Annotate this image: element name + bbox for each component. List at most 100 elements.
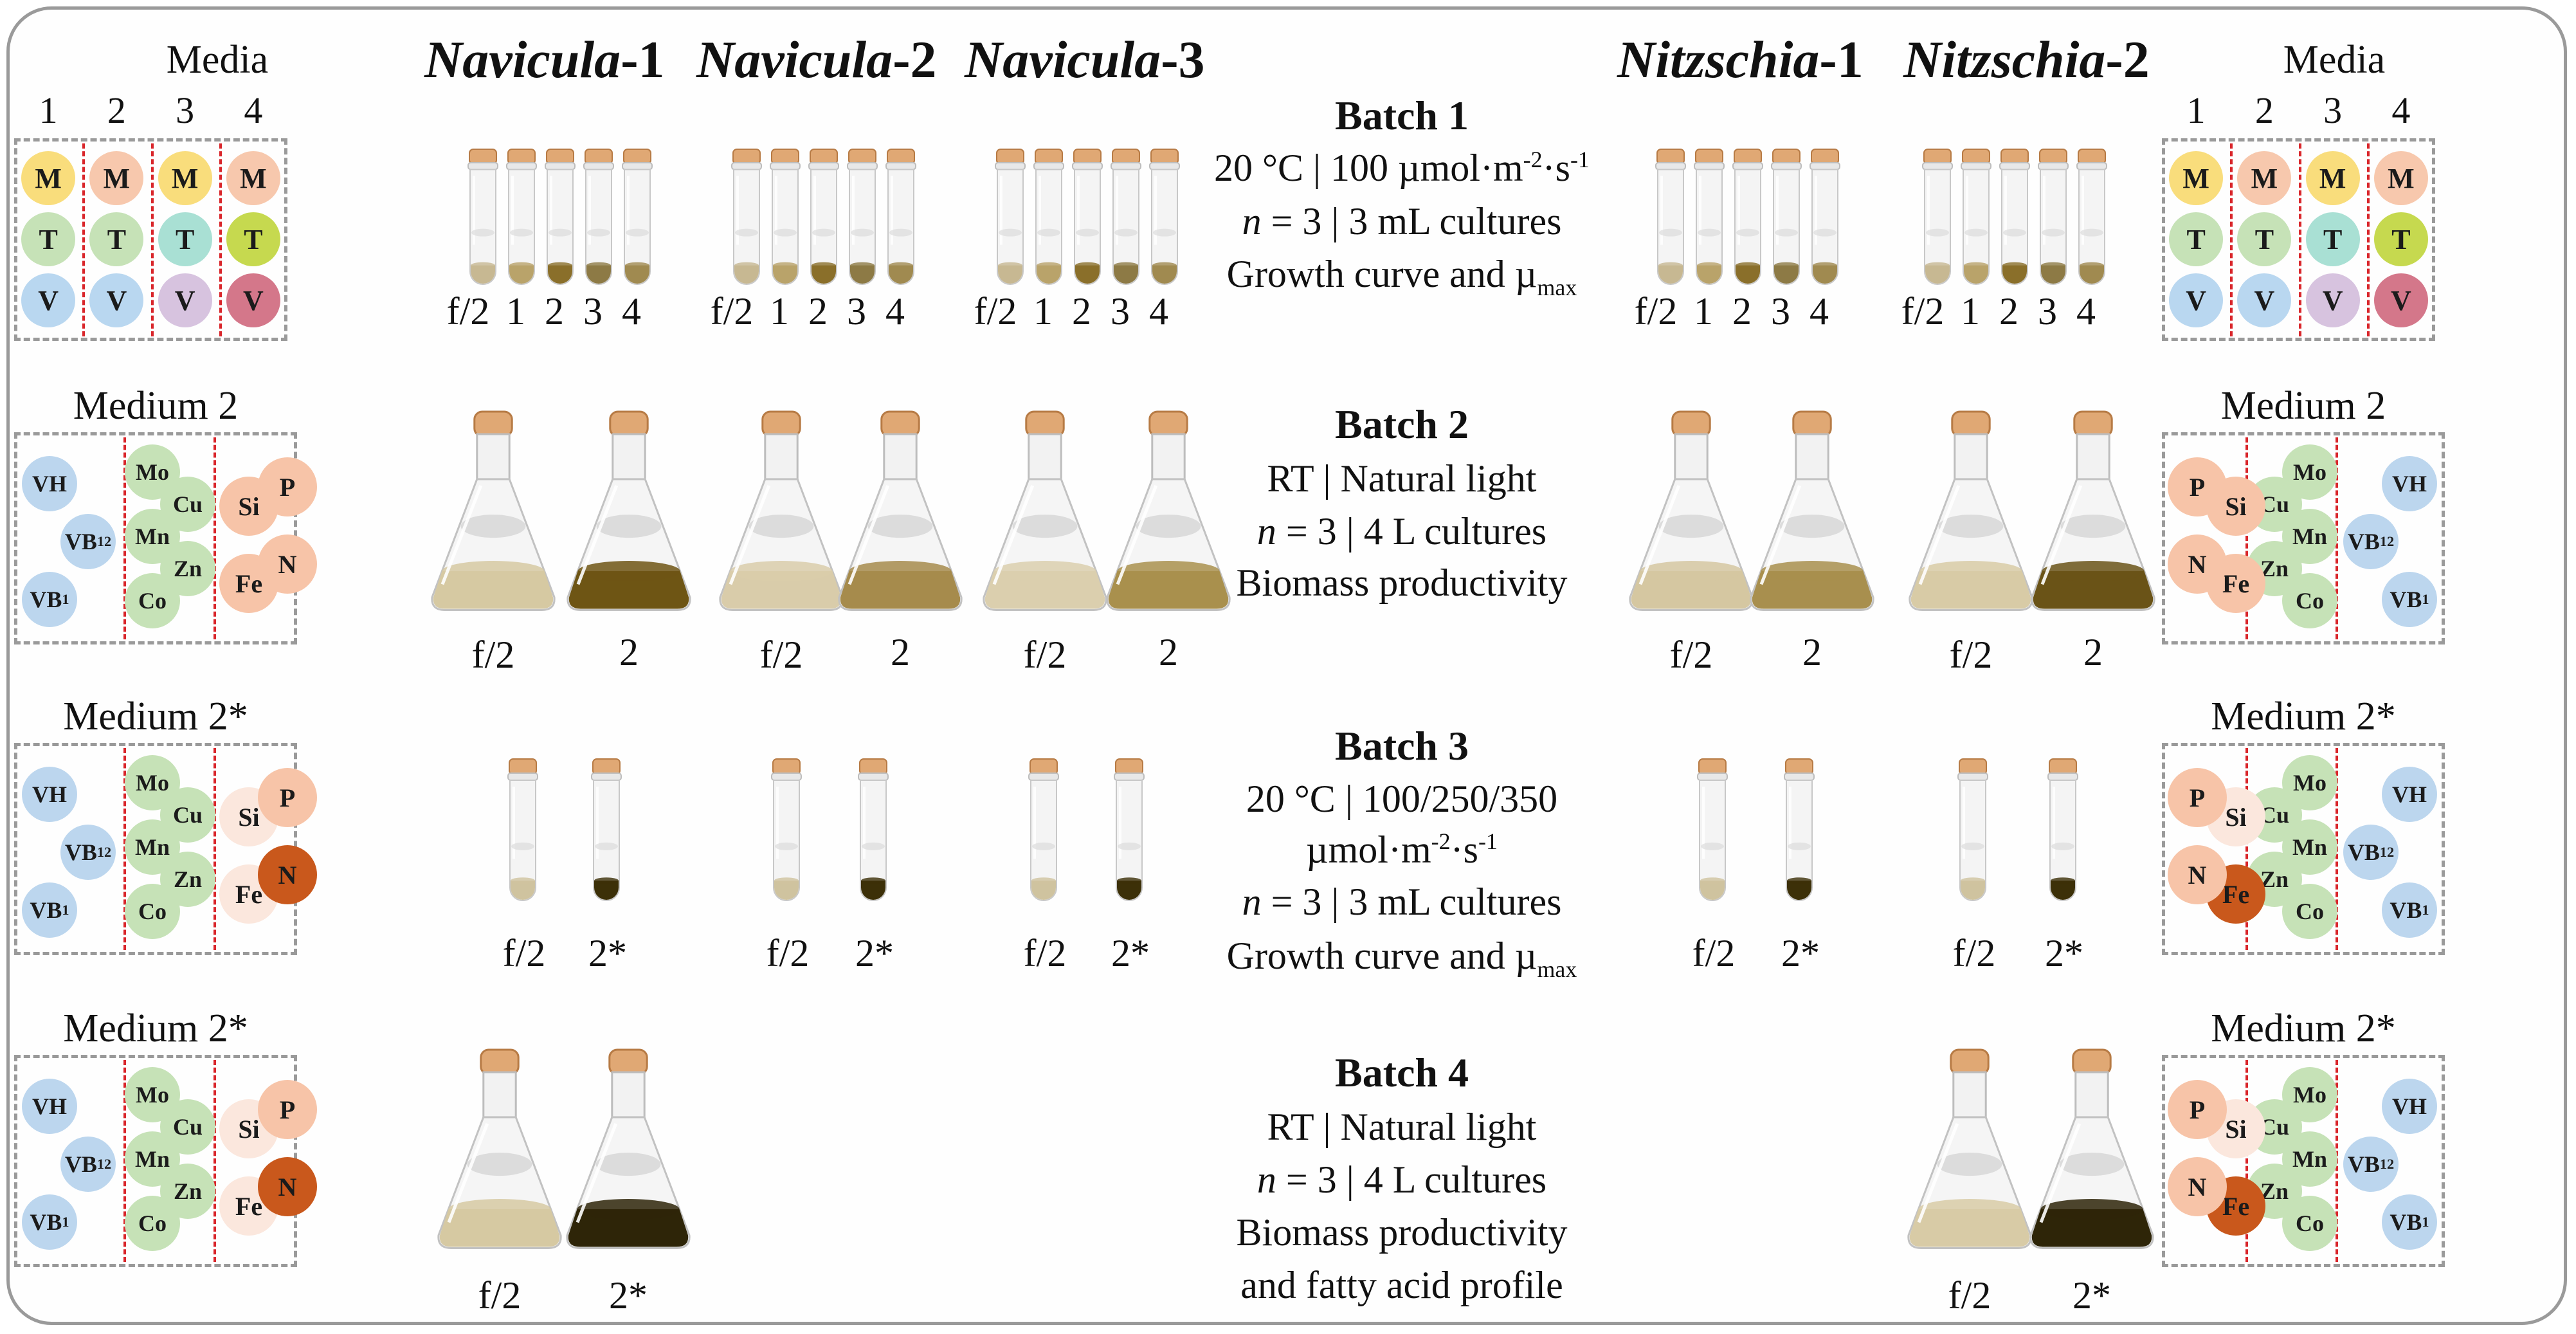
component-circle: P: [2168, 768, 2227, 827]
test-tube: [591, 758, 622, 901]
media-column-number: 1: [39, 89, 58, 131]
component-circle: Co: [125, 884, 180, 939]
tube-label: f/2: [710, 290, 754, 333]
test-tube: [1697, 758, 1728, 901]
component-circle: N: [258, 845, 317, 904]
component-circle: N: [2168, 845, 2227, 904]
flask-label: 2: [1159, 631, 1178, 673]
component-circle: Cu: [160, 787, 215, 843]
figure-frame: [6, 6, 2567, 1325]
tube-label: 1: [1694, 290, 1713, 333]
component-circle: T: [2237, 212, 2292, 266]
species-header: Navicula-2: [696, 30, 937, 89]
tube-label: 3: [847, 290, 866, 333]
medium-title: Medium 2: [73, 384, 239, 428]
test-tube: [583, 149, 614, 285]
tube-label: 2: [1072, 290, 1091, 333]
media-separator: [2298, 143, 2301, 336]
medium-separator: [213, 1060, 216, 1262]
test-tube: [858, 758, 889, 901]
batch-measurement-extra: and fatty acid profile: [1240, 1264, 1563, 1306]
component-circle: T: [21, 212, 76, 266]
flask-label: 2: [2083, 631, 2103, 673]
batch-replicates: n = 3 | 3 mL cultures: [1242, 881, 1562, 923]
flask-label: f/2: [1669, 634, 1713, 676]
species-header: Navicula-3: [965, 30, 1205, 89]
media-box: [2162, 138, 2435, 341]
batch-measurement: Growth curve and µmax: [1226, 253, 1577, 300]
component-circle: T: [2169, 212, 2224, 266]
test-tube: [1784, 758, 1815, 901]
batch-measurement: Biomass productivity: [1236, 1211, 1568, 1254]
component-circle: Mo: [125, 1067, 180, 1122]
batch-title: Batch 1: [1335, 93, 1469, 138]
component-circle: Co: [2282, 1196, 2337, 1251]
component-circle: T: [2305, 212, 2360, 266]
erlenmeyer-flask: [431, 410, 556, 611]
batch-replicates: n = 3 | 4 L cultures: [1256, 1158, 1547, 1201]
component-circle: T: [2373, 212, 2428, 266]
flask-label: f/2: [759, 634, 803, 676]
medium-separator: [2245, 437, 2248, 639]
media-separator: [82, 143, 86, 336]
component-circle: M: [2169, 151, 2224, 205]
tube-label: f/2: [1023, 932, 1067, 974]
tube-label: 4: [2076, 290, 2096, 333]
component-circle: V: [2237, 273, 2292, 327]
component-circle: VH: [2382, 456, 2437, 511]
component-circle: V: [2373, 273, 2428, 327]
test-tube: [731, 149, 762, 285]
component-circle: Co: [125, 1196, 180, 1251]
component-circle: T: [226, 212, 280, 266]
test-tube: [1111, 149, 1141, 285]
batch-condition: 20 °C | 100/250/350: [1246, 778, 1558, 820]
erlenmeyer-flask: [1750, 410, 1874, 611]
test-tube: [808, 149, 839, 285]
component-circle: V: [226, 273, 280, 327]
test-tube: [1957, 758, 1988, 901]
erlenmeyer-flask: [1106, 410, 1231, 611]
species-header: Nitzschia-1: [1617, 30, 1864, 89]
component-circle: VH: [22, 767, 77, 822]
test-tube: [847, 149, 878, 285]
component-circle: P: [258, 1080, 317, 1139]
media-column-number: 4: [244, 89, 263, 131]
batch-replicates: n = 3 | 4 L cultures: [1256, 510, 1547, 553]
erlenmeyer-flask: [983, 410, 1107, 611]
component-circle: M: [226, 151, 280, 205]
tube-label: f/2: [502, 932, 546, 974]
medium-title: Medium 2*: [2211, 695, 2396, 738]
test-tube: [1961, 149, 1991, 285]
component-circle: M: [89, 151, 144, 205]
medium-separator: [2245, 748, 2248, 950]
test-tube: [1810, 149, 1840, 285]
component-circle: T: [158, 212, 212, 266]
tube-label: 3: [2038, 290, 2057, 333]
tube-label: 3: [1111, 290, 1130, 333]
flask-label: 2*: [2073, 1274, 2111, 1317]
media-separator: [2366, 143, 2370, 336]
tube-label: f/2: [1634, 290, 1678, 333]
tube-label: f/2: [974, 290, 1017, 333]
tube-label: 2*: [855, 932, 894, 974]
medium-separator: [2245, 1060, 2248, 1262]
media-title-right: Media: [2283, 38, 2386, 82]
component-circle: N: [258, 1157, 317, 1216]
species-header: Navicula-1: [424, 30, 665, 89]
flask-label: 2: [619, 631, 639, 673]
batch-condition: 20 °C | 100 µmol·m-2·s-1: [1214, 147, 1590, 189]
media-box: [14, 138, 287, 341]
test-tube: [1149, 149, 1180, 285]
test-tube: [1033, 149, 1064, 285]
tube-label: 3: [1771, 290, 1790, 333]
test-tube: [995, 149, 1026, 285]
test-tube: [1999, 149, 2030, 285]
erlenmeyer-flask: [1909, 410, 2033, 611]
tube-label: 4: [1149, 290, 1168, 333]
component-circle: VH: [22, 1079, 77, 1134]
